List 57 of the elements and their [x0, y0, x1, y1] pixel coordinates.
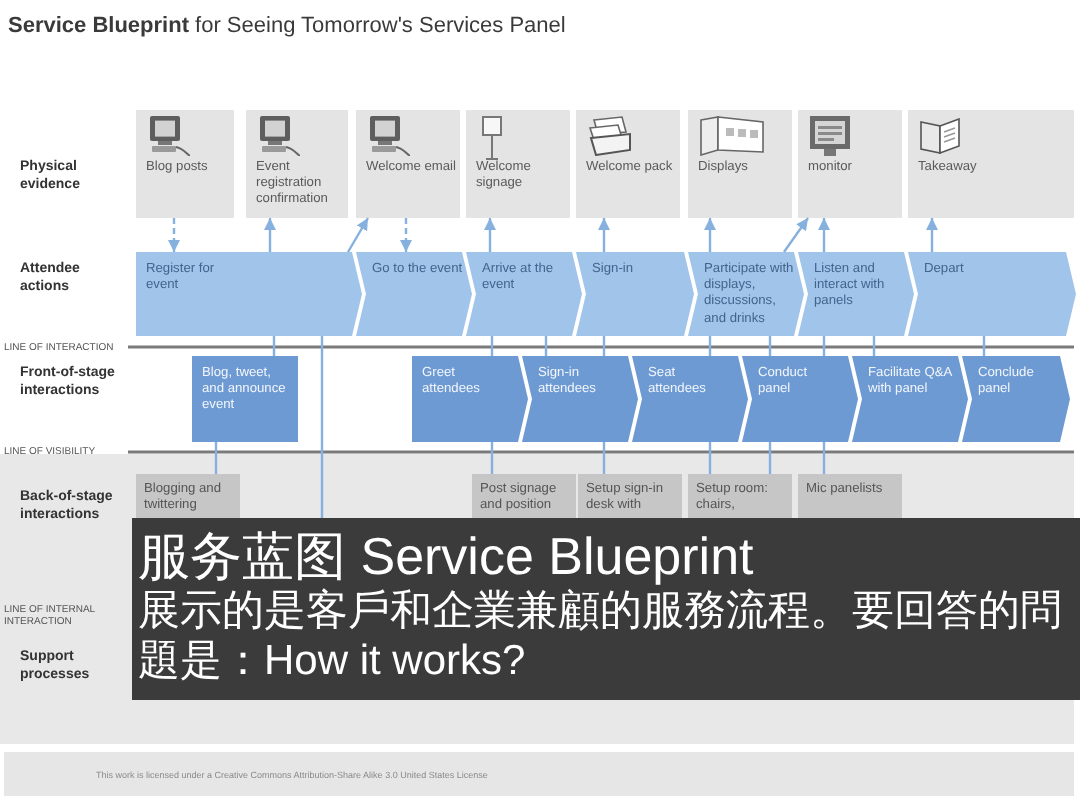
overlay-title: 服务蓝图 Service Blueprint — [138, 526, 756, 586]
arrow — [484, 218, 496, 252]
connector-line — [768, 336, 772, 356]
evidence-card — [136, 110, 234, 218]
interaction-step — [412, 356, 528, 442]
connector-line — [214, 442, 218, 474]
connector-line — [822, 442, 826, 474]
arrow — [783, 217, 809, 253]
evidence-card — [798, 110, 902, 218]
connector-line — [320, 336, 324, 518]
action-step — [356, 252, 472, 336]
arrow — [598, 218, 610, 252]
interaction-step — [632, 356, 748, 442]
arrow — [818, 218, 830, 252]
arrow — [346, 217, 370, 253]
arrow — [264, 218, 276, 252]
connector-line — [872, 336, 876, 356]
title: Service Blueprint for Seeing Tomorrow's Services Panel — [8, 12, 566, 40]
connector-line — [490, 442, 494, 474]
task-card — [798, 474, 902, 518]
evidence-card — [356, 110, 460, 218]
evidence-card — [576, 110, 680, 218]
evidence-card — [246, 110, 348, 218]
overlay-text: 展示的是客戶和企業兼顧的服務流程。要回答的問題是：How it works? — [138, 586, 1064, 686]
task-card — [578, 474, 682, 518]
evidence-card — [688, 110, 792, 218]
action-step — [466, 252, 582, 336]
interaction-step — [192, 356, 298, 442]
interaction-step — [852, 356, 968, 442]
task-card — [688, 474, 792, 518]
interaction-step — [962, 356, 1070, 442]
connector-line — [822, 336, 826, 356]
footer-bar — [4, 752, 1074, 796]
connector-line — [708, 336, 712, 356]
connector-line — [602, 336, 606, 356]
interaction-step — [742, 356, 858, 442]
connector-line — [490, 336, 494, 356]
evidence-card — [908, 110, 1074, 218]
connector-line — [982, 336, 986, 356]
dashed-arrow — [168, 218, 180, 252]
action-step — [908, 252, 1076, 336]
task-card — [472, 474, 576, 518]
connector-line — [544, 336, 548, 356]
connector-line — [602, 442, 606, 474]
task-card — [136, 474, 240, 518]
interaction-step — [522, 356, 638, 442]
connector-line — [708, 442, 712, 474]
arrow — [926, 218, 938, 252]
action-step — [136, 252, 362, 336]
connector-line — [272, 336, 276, 356]
arrow — [704, 218, 716, 252]
action-step — [798, 252, 914, 336]
connector-line — [768, 442, 772, 474]
evidence-card — [466, 110, 570, 218]
action-step — [576, 252, 694, 336]
action-step — [688, 252, 804, 336]
dashed-arrow — [400, 218, 412, 252]
